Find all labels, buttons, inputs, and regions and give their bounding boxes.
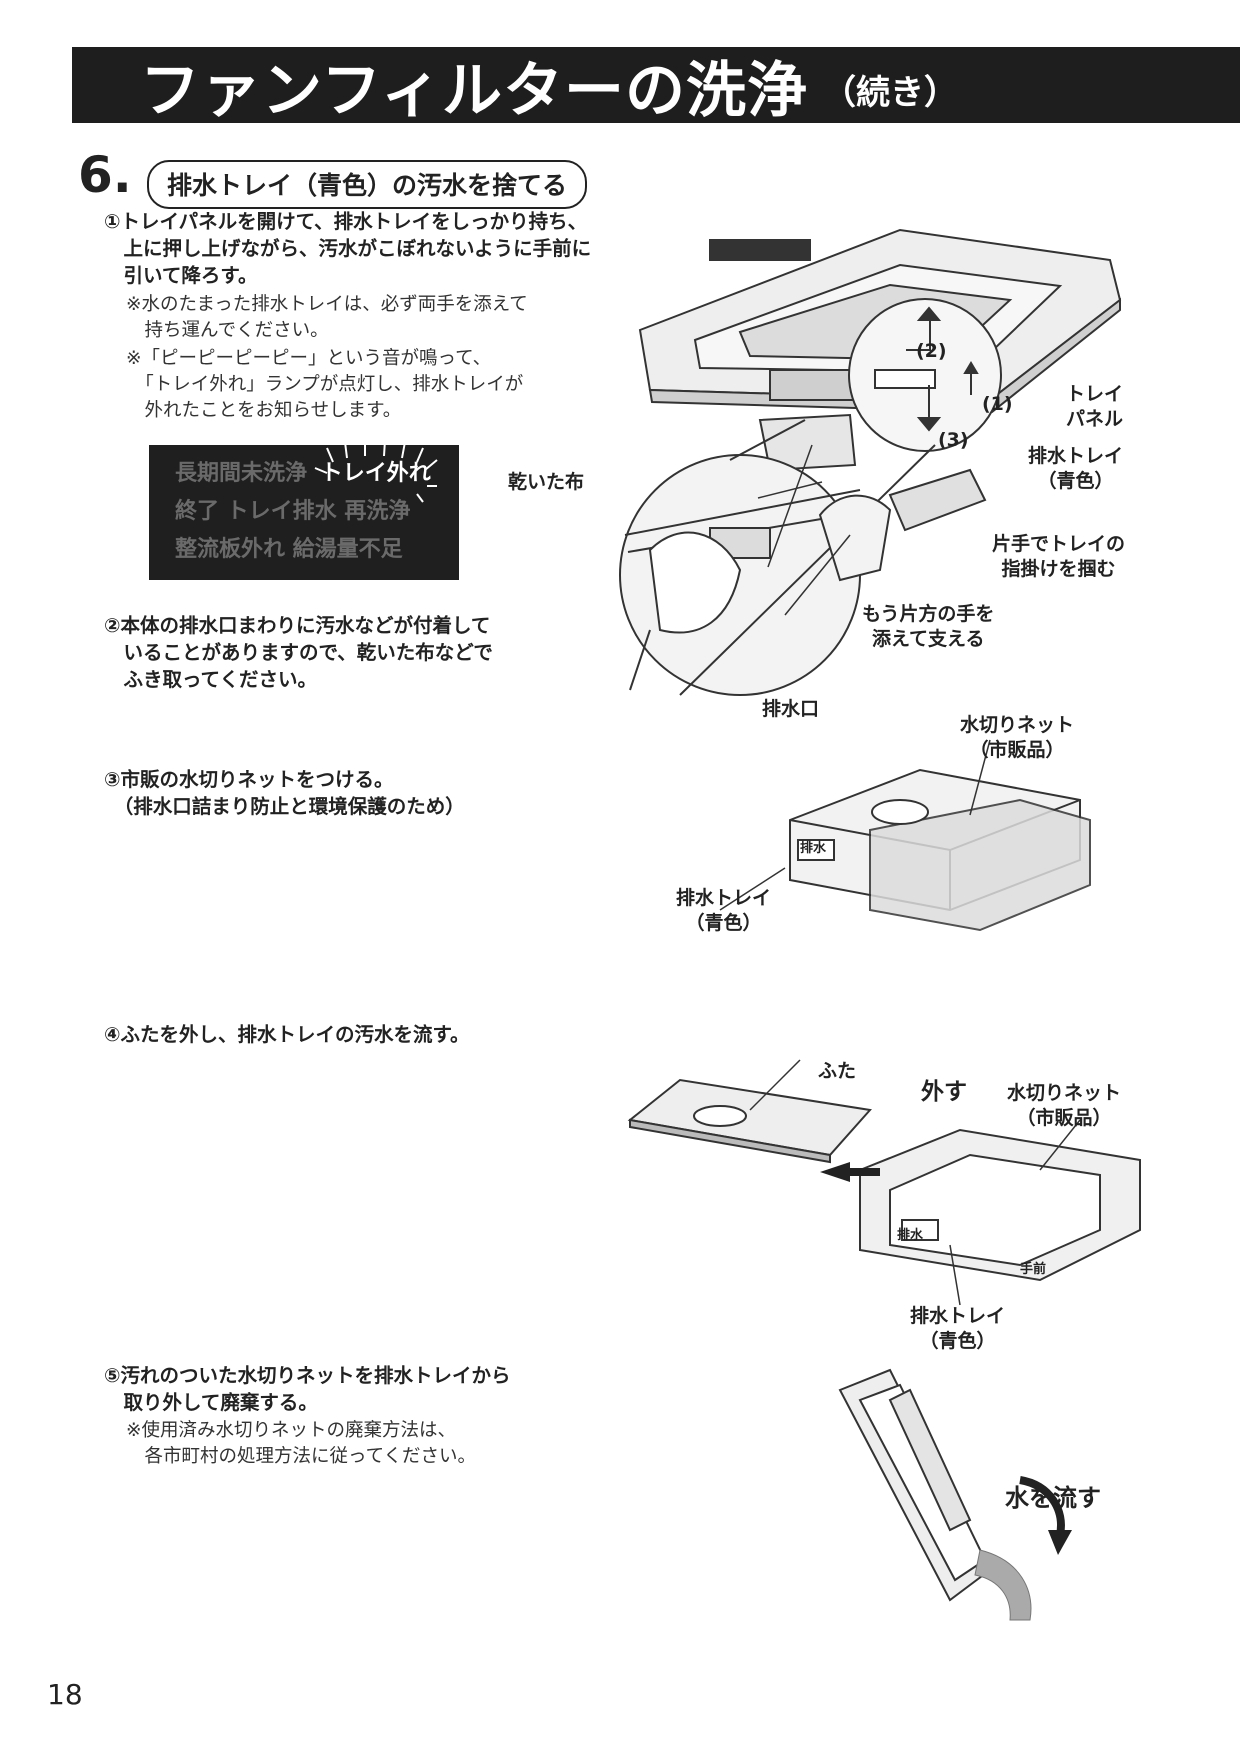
instruction-5-note: ※使用済み水切りネットの廃棄方法は、 各市町村の処理方法に従ってください。 — [126, 1420, 477, 1467]
instruction-1: ①トレイパネルを開けて、排水トレイをしっかり持ち、 上に押し上げながら、汚水がこ… — [104, 210, 592, 287]
label-step-2: (2) — [916, 340, 947, 362]
tray-mark-2: 排水 — [897, 1228, 924, 1243]
label-dry-cloth: 乾いた布 — [508, 471, 585, 493]
label-drain-tray-3: 排水トレイ （青色） — [910, 1305, 1006, 1352]
label-drain-port: 排水口 — [762, 698, 820, 720]
tray-with-net-illustration — [719, 739, 1091, 932]
tray-mark-1: 排水 — [800, 841, 827, 856]
label-net-1: 水切りネット （市販品） — [960, 714, 1075, 761]
lid-removal-illustration — [627, 1059, 1141, 1306]
instruction-2: ②本体の排水口まわりに汚水などが付着して いることがありますので、乾いた布などで… — [104, 614, 493, 691]
pour-water-illustration — [838, 1368, 1072, 1621]
title-bar: ファンフィルターの洗浄 （続き） — [72, 47, 1240, 126]
panel-row-2: 終了 トレイ排水 再洗浄 — [175, 499, 411, 524]
label-drain-tray-1: 排水トレイ （青色） — [1028, 445, 1124, 492]
page-title: ファンフィルターの洗浄 — [140, 55, 808, 126]
hood-illustration — [619, 228, 1122, 696]
panel-tray-off-lamp: トレイ外れ — [320, 461, 431, 486]
label-one-hand: 片手でトレイの 指掛けを掴む — [992, 533, 1126, 580]
label-remove: 外す — [921, 1079, 967, 1105]
lamp-glow-icon — [314, 439, 438, 503]
instruction-1-note-1: ※水のたまった排水トレイは、必ず両手を添えて 持ち運んでください。 — [126, 294, 528, 341]
label-other-hand: もう片方の手を 添えて支える — [862, 603, 995, 650]
step-number: 6. — [78, 146, 132, 204]
label-lid: ふた — [818, 1060, 857, 1082]
instruction-4: ④ふたを外し、排水トレイの汚水を流す。 — [104, 1023, 470, 1046]
label-step-1: (1) — [982, 393, 1013, 415]
label-net-2: 水切りネット （市販品） — [1007, 1082, 1122, 1129]
display-panel: 長期間未洗浄 トレイ外れ 終了 トレイ排水 再洗浄 整流板外れ 給湯量不足 — [149, 445, 459, 580]
page-subtitle: （続き） — [822, 72, 958, 113]
label-drain-tray-2: 排水トレイ （青色） — [676, 887, 772, 934]
panel-long-unwashed: 長期間未洗浄 — [175, 461, 308, 486]
grip-mark: 手前 — [1020, 1262, 1047, 1277]
step-title: 排水トレイ（青色）の汚水を捨てる — [147, 160, 588, 209]
page-number: 18 — [47, 1678, 83, 1711]
instruction-5: ⑤汚れのついた水切りネットを排水トレイから 取り外して廃棄する。 — [104, 1364, 511, 1414]
instruction-1-note-2: ※「ピーピーピーピー」という音が鳴って、 「トレイ外れ」ランプが点灯し、排水トレ… — [126, 348, 524, 421]
instruction-3: ③市販の水切りネットをつける。 （排水口詰まり防止と環境保護のため） — [104, 768, 465, 818]
label-step-3: (3) — [938, 429, 969, 451]
panel-row-3: 整流板外れ 給湯量不足 — [175, 537, 403, 562]
label-pour: 水を流す — [1005, 1484, 1101, 1512]
label-tray-panel: トレイ パネル — [1066, 383, 1124, 430]
